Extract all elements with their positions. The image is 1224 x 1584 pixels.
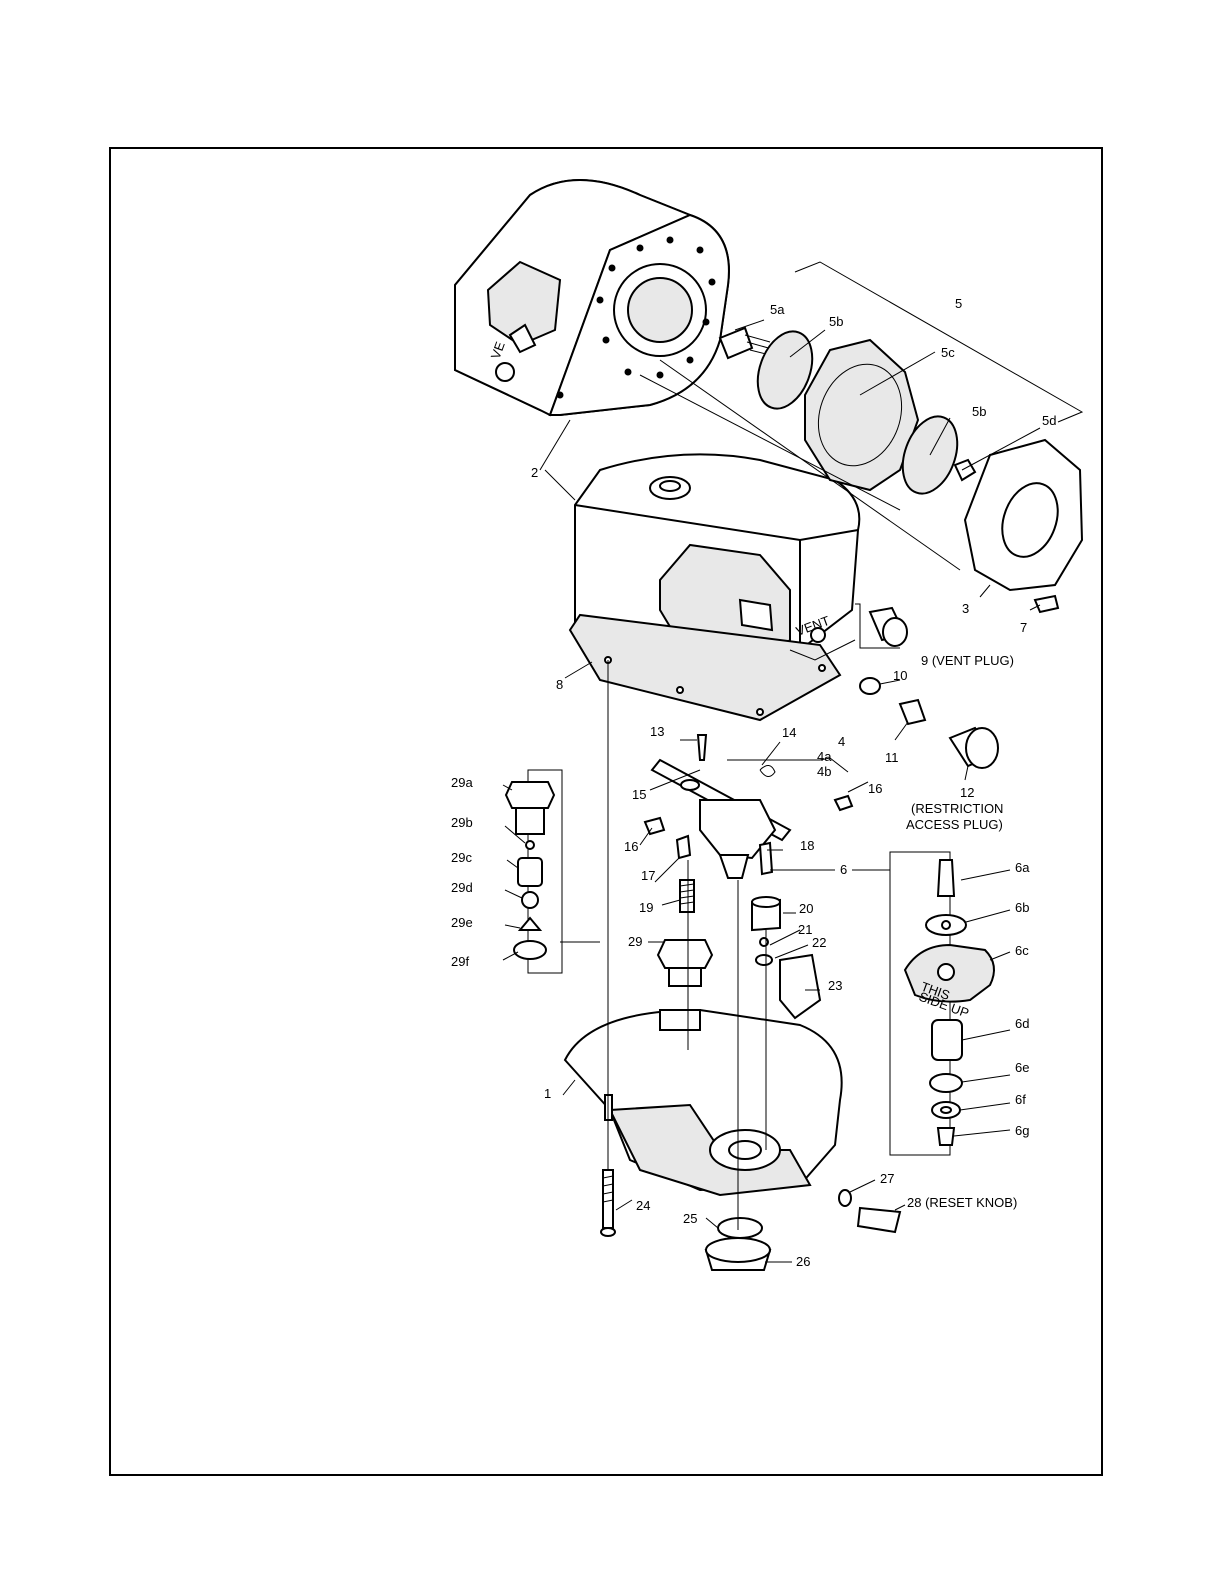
callout-4a: 4a (817, 749, 832, 764)
callout-6g: 6g (1015, 1123, 1029, 1138)
callout-27: 27 (880, 1171, 894, 1186)
callout-8: 8 (556, 677, 563, 692)
callout-26: 26 (796, 1254, 810, 1269)
callout-29: 29 (628, 934, 642, 949)
callout-29c: 29c (451, 850, 472, 865)
callout-6c: 6c (1015, 943, 1029, 958)
base-1 (565, 1010, 842, 1195)
callout-6: 6 (840, 862, 847, 877)
callout-4: 4 (838, 734, 845, 749)
callout-29f: 29f (451, 954, 469, 969)
fitting-29-group (506, 770, 712, 986)
callout-18: 18 (800, 838, 814, 853)
callout-3: 3 (962, 601, 969, 616)
callout-6b: 6b (1015, 900, 1029, 915)
callout-10: 10 (893, 668, 907, 683)
plugs-9-to-12 (860, 608, 998, 768)
callout-13: 13 (650, 724, 664, 739)
callout-12: 12 (960, 785, 974, 800)
callout-6e: 6e (1015, 1060, 1029, 1075)
relay-6-group: THIS SIDE UP (890, 852, 994, 1155)
callout-23: 23 (828, 978, 842, 993)
callout-5c: 5c (941, 345, 955, 360)
callout-16-left: 16 (624, 839, 638, 854)
callout-21: 21 (798, 922, 812, 937)
callout-17: 17 (641, 868, 655, 883)
callout-7: 7 (1020, 620, 1027, 635)
callout-22: 22 (812, 935, 826, 950)
callout-6a: 6a (1015, 860, 1030, 875)
callout-12-line2: (RESTRICTION (911, 801, 1003, 816)
callout-29a: 29a (451, 775, 473, 790)
callout-14: 14 (782, 725, 796, 740)
callout-24: 24 (636, 1198, 650, 1213)
callout-1: 1 (544, 1086, 551, 1101)
callout-16-right: 16 (868, 781, 882, 796)
callout-25: 25 (683, 1211, 697, 1226)
callout-29d: 29d (451, 880, 473, 895)
callout-6f: 6f (1015, 1092, 1026, 1107)
callout-5b-upper: 5b (829, 314, 843, 329)
callout-6d: 6d (1015, 1016, 1029, 1031)
callout-5: 5 (955, 296, 962, 311)
callout-19: 19 (639, 900, 653, 915)
callout-11: 11 (885, 750, 899, 765)
callout-20: 20 (799, 901, 813, 916)
callout-28: 28 (RESET KNOB) (907, 1195, 1017, 1210)
callout-29b: 29b (451, 815, 473, 830)
callout-4b: 4b (817, 764, 831, 779)
callout-2: 2 (531, 465, 538, 480)
callout-5a: 5a (770, 302, 785, 317)
callout-15: 15 (632, 787, 646, 802)
callout-29e: 29e (451, 915, 473, 930)
callout-5d: 5d (1042, 413, 1056, 428)
callout-12-line3: ACCESS PLUG) (906, 817, 1003, 832)
callout-5b-lower: 5b (972, 404, 986, 419)
callout-9: 9 (VENT PLUG) (921, 653, 1014, 668)
